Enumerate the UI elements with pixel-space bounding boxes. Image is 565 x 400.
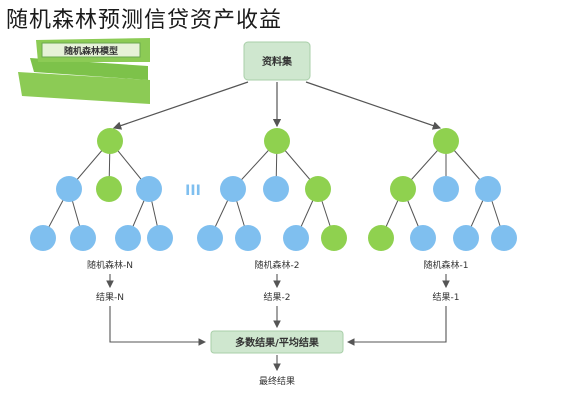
tree-n-result: 结果-N [96, 291, 124, 303]
aggregate-label: 多数结果/平均结果 [235, 336, 320, 349]
arrow-to-tree-n [112, 81, 249, 130]
tree-2-result: 结果-2 [264, 291, 291, 303]
tree-1-node [433, 176, 459, 202]
banner-ribbon-middle [30, 58, 148, 80]
tree-nodes [30, 128, 517, 251]
banner-ribbon-lower [18, 72, 150, 104]
tree-n-node [136, 176, 162, 202]
tree-1-name: 随机森林-1 [424, 259, 469, 271]
tree-n-leaf-node [147, 225, 173, 251]
tree-2-root-node [264, 128, 290, 154]
ellipsis-mark: III [185, 183, 201, 199]
tree-n-name: 随机森林-N [87, 259, 133, 271]
tree-1-result: 结果-1 [433, 291, 460, 303]
tree-1-node [390, 176, 416, 202]
tree-2-name: 随机森林-2 [255, 259, 300, 271]
model-banner: 随机森林模型 [18, 38, 150, 104]
dataset-node: 资料集 [243, 41, 311, 81]
tree-n-node [56, 176, 82, 202]
page-title: 随机森林预测信贷资产收益 [6, 8, 283, 33]
tree-n-root-node [97, 128, 123, 154]
tree-n-leaf-node [115, 225, 141, 251]
aggregate-connectors [109, 306, 447, 346]
tree-2-node [220, 176, 246, 202]
dataset-arrows [112, 81, 442, 130]
tree-n-leaf-node [70, 225, 96, 251]
tree-n-node [96, 176, 122, 202]
tree-1-node [475, 176, 501, 202]
aggregate-node: 多数结果/平均结果 [210, 330, 344, 354]
tree-1-leaf-node [368, 225, 394, 251]
arrow-to-tree-1 [305, 81, 442, 130]
tree-1-leaf-node [453, 225, 479, 251]
dataset-label: 资料集 [262, 55, 293, 68]
tree-2-node [305, 176, 331, 202]
tree-n-leaf-node [30, 225, 56, 251]
tree-2-node [263, 176, 289, 202]
result-arrows [106, 274, 450, 289]
final-result-label: 最终结果 [259, 375, 295, 387]
banner-label-box [41, 42, 141, 58]
dataset-box [243, 41, 311, 81]
tree-2-leaf-node [283, 225, 309, 251]
tree-1-leaf-node [410, 225, 436, 251]
banner-label: 随机森林模型 [64, 45, 118, 57]
tree-1-root-node [433, 128, 459, 154]
tree-2-leaf-node [197, 225, 223, 251]
tree-2-leaf-node [235, 225, 261, 251]
tree-2-leaf-node [321, 225, 347, 251]
tree-1-leaf-node [491, 225, 517, 251]
